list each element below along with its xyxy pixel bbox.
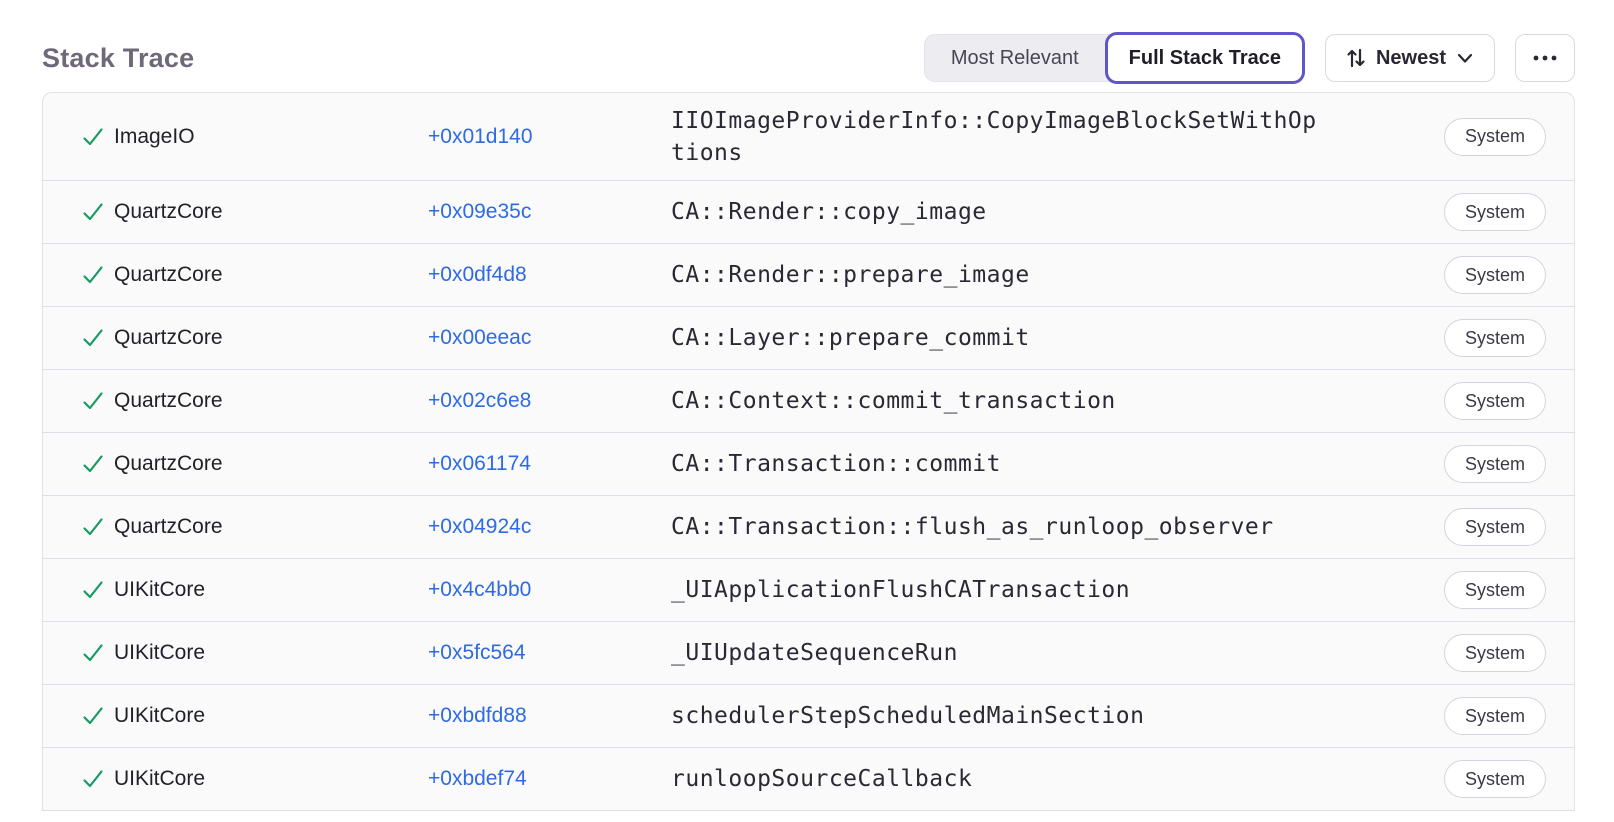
frame-badge-wrap: System xyxy=(1428,382,1546,420)
stack-frame-row[interactable]: QuartzCore +0x04924c CA::Transaction::fl… xyxy=(43,496,1574,559)
frame-function: CA::Render::copy_image xyxy=(671,199,987,225)
check-icon xyxy=(71,388,114,414)
frame-badge-wrap: System xyxy=(1428,760,1546,798)
frame-address[interactable]: +0x5fc564 xyxy=(428,641,526,664)
check-icon xyxy=(71,703,114,729)
overflow-menu-button[interactable] xyxy=(1515,34,1575,82)
frame-badge-wrap: System xyxy=(1428,256,1546,294)
most-relevant-tab[interactable]: Most Relevant xyxy=(950,46,1079,69)
frame-badge: System xyxy=(1443,193,1546,231)
frame-address[interactable]: +0x02c6e8 xyxy=(428,389,532,412)
stack-frame-row[interactable]: UIKitCore +0x4c4bb0 _UIApplicationFlushC… xyxy=(43,559,1574,622)
check-icon xyxy=(71,262,114,288)
frame-function: _UIApplicationFlushCATransaction xyxy=(671,577,1131,603)
frame-badge: System xyxy=(1443,508,1546,546)
stack-frame-row[interactable]: QuartzCore +0x00eeac CA::Layer::prepare_… xyxy=(43,307,1574,370)
stack-frame-row[interactable]: UIKitCore +0xbdef74 runloopSourceCallbac… xyxy=(43,748,1574,811)
frame-function: IIOImageProviderInfo::CopyImageBlockSetW… xyxy=(671,107,1317,166)
frame-badge: System xyxy=(1443,760,1546,798)
frame-function: runloopSourceCallback xyxy=(671,766,973,792)
check-icon xyxy=(71,766,114,792)
frame-badge: System xyxy=(1443,256,1546,294)
sort-order-label: Newest xyxy=(1375,46,1446,69)
full-stack-trace-tab[interactable]: Full Stack Trace xyxy=(1104,32,1305,84)
frame-function: CA::Transaction::flush_as_runloop_observ… xyxy=(671,514,1274,540)
frame-module: QuartzCore xyxy=(114,452,223,475)
frame-address[interactable]: +0x4c4bb0 xyxy=(428,578,532,601)
frame-module: UIKitCore xyxy=(114,578,206,601)
sort-arrows-icon xyxy=(1345,46,1367,70)
frame-badge-wrap: System xyxy=(1428,508,1546,546)
stack-frame-row[interactable]: UIKitCore +0x5fc564 _UIUpdateSequenceRun… xyxy=(43,622,1574,685)
frame-badge-wrap: System xyxy=(1428,445,1546,483)
frame-badge-wrap: System xyxy=(1428,634,1546,672)
sort-order-button[interactable]: Newest xyxy=(1324,34,1495,82)
stack-frame-row[interactable]: QuartzCore +0x02c6e8 CA::Context::commit… xyxy=(43,370,1574,433)
stack-frame-row[interactable]: QuartzCore +0x061174 CA::Transaction::co… xyxy=(43,433,1574,496)
frame-function: CA::Render::prepare_image xyxy=(671,262,1030,288)
frame-module: QuartzCore xyxy=(114,515,223,538)
check-icon xyxy=(71,640,114,666)
chevron-down-icon xyxy=(1455,48,1475,68)
frame-badge-wrap: System xyxy=(1428,319,1546,357)
frame-function: _UIUpdateSequenceRun xyxy=(671,640,958,666)
frame-module: ImageIO xyxy=(114,124,195,148)
frame-address[interactable]: +0xbdef74 xyxy=(428,767,527,790)
toolbar: Most Relevant Full Stack Trace Newest xyxy=(923,32,1575,84)
frame-badge: System xyxy=(1443,445,1546,483)
stack-frame-row[interactable]: QuartzCore +0x09e35c CA::Render::copy_im… xyxy=(43,181,1574,244)
frame-badge: System xyxy=(1443,117,1546,156)
stack-frame-row[interactable]: QuartzCore +0x0df4d8 CA::Render::prepare… xyxy=(43,244,1574,307)
check-icon xyxy=(71,199,114,225)
frame-address[interactable]: +0x0df4d8 xyxy=(428,263,527,286)
page-title: Stack Trace xyxy=(42,42,195,73)
frame-badge-wrap: System xyxy=(1428,117,1546,156)
frame-badge: System xyxy=(1443,634,1546,672)
frame-address[interactable]: +0x061174 xyxy=(428,452,531,475)
frame-badge-wrap: System xyxy=(1428,193,1546,231)
frame-address[interactable]: +0x01d140 xyxy=(428,124,533,148)
stack-frame-row[interactable]: UIKitCore +0xbdfd88 schedulerStepSchedul… xyxy=(43,685,1574,748)
check-icon xyxy=(71,514,114,540)
frame-badge-wrap: System xyxy=(1428,697,1546,735)
frame-badge: System xyxy=(1443,319,1546,357)
frame-address[interactable]: +0x09e35c xyxy=(428,200,532,223)
frame-badge: System xyxy=(1443,571,1546,609)
frame-module: UIKitCore xyxy=(114,767,206,790)
frame-function: CA::Transaction::commit xyxy=(671,451,1001,477)
check-icon xyxy=(71,577,114,603)
frame-module: QuartzCore xyxy=(114,200,223,223)
frame-module: UIKitCore xyxy=(114,641,206,664)
stack-trace-header: Stack Trace Most Relevant Full Stack Tra… xyxy=(0,0,1614,92)
stack-frame-list: ImageIO +0x01d140 IIOImageProviderInfo::… xyxy=(42,92,1575,811)
check-icon xyxy=(71,325,114,351)
view-mode-segmented-control: Most Relevant Full Stack Trace xyxy=(923,32,1305,84)
stack-frame-row[interactable]: ImageIO +0x01d140 IIOImageProviderInfo::… xyxy=(43,93,1574,181)
frame-address[interactable]: +0x04924c xyxy=(428,515,532,538)
frame-address[interactable]: +0xbdfd88 xyxy=(428,704,527,727)
frame-address[interactable]: +0x00eeac xyxy=(428,326,532,349)
frame-badge-wrap: System xyxy=(1428,571,1546,609)
frame-function: CA::Layer::prepare_commit xyxy=(671,325,1030,351)
frame-module: QuartzCore xyxy=(114,263,223,286)
frame-badge: System xyxy=(1443,697,1546,735)
frame-badge: System xyxy=(1443,382,1546,420)
frame-function: CA::Context::commit_transaction xyxy=(671,388,1116,414)
check-icon xyxy=(71,451,114,477)
frame-function: schedulerStepScheduledMainSection xyxy=(671,703,1145,729)
ellipsis-icon xyxy=(1532,53,1558,63)
frame-module: QuartzCore xyxy=(114,326,223,349)
frame-module: QuartzCore xyxy=(114,389,223,412)
frame-module: UIKitCore xyxy=(114,704,206,727)
check-icon xyxy=(71,124,114,150)
